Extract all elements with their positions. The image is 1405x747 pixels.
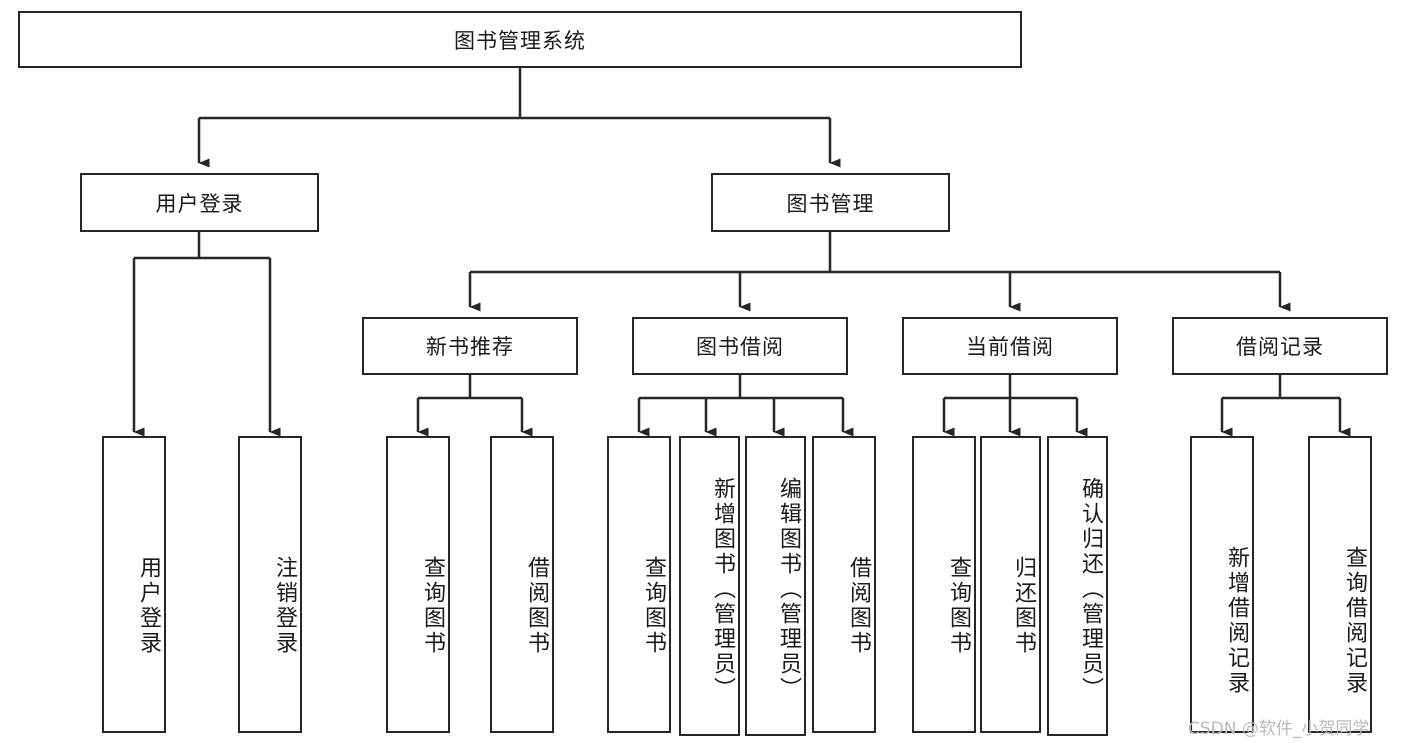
node-root[interactable]: 图书管理系统 xyxy=(18,11,1022,68)
leaf-query-book-2[interactable]: 查询图书 xyxy=(607,436,671,733)
node-book-borrow[interactable]: 图书借阅 xyxy=(632,317,848,375)
leaf-query-record[interactable]: 查询借阅记录 xyxy=(1308,436,1372,733)
node-book-manage[interactable]: 图书管理 xyxy=(711,173,950,232)
leaf-user-login[interactable]: 用户登录 xyxy=(102,436,166,733)
node-new-book-rec[interactable]: 新书推荐 xyxy=(362,317,578,375)
leaf-query-book-1[interactable]: 查询图书 xyxy=(386,436,450,733)
node-user-login[interactable]: 用户登录 xyxy=(80,173,319,232)
leaf-user-logout[interactable]: 注销登录 xyxy=(238,436,302,733)
leaf-add-record[interactable]: 新增借阅记录 xyxy=(1190,436,1254,733)
node-current-borrow[interactable]: 当前借阅 xyxy=(902,317,1118,375)
leaf-borrow-book-2[interactable]: 借阅图书 xyxy=(812,436,876,733)
csdn-watermark: CSDN @软件_小贺同学 xyxy=(1188,719,1370,739)
leaf-edit-book[interactable]: 编辑图书（管理员） xyxy=(745,436,806,736)
leaf-return-book[interactable]: 归还图书 xyxy=(980,436,1041,733)
leaf-add-book[interactable]: 新增图书（管理员） xyxy=(679,436,740,736)
leaf-borrow-book-1[interactable]: 借阅图书 xyxy=(490,436,554,733)
leaf-confirm-return[interactable]: 确认归还（管理员） xyxy=(1047,436,1108,736)
node-borrow-record[interactable]: 借阅记录 xyxy=(1172,317,1388,375)
leaf-query-book-3[interactable]: 查询图书 xyxy=(912,436,976,733)
